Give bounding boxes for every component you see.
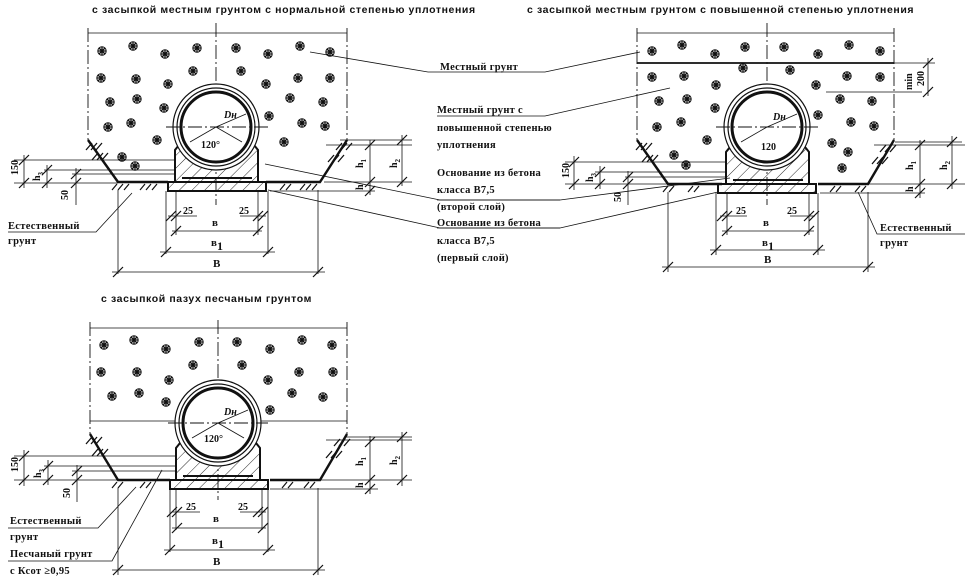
dim-h2-3: h2 (389, 455, 402, 465)
dim-h3: h3 (32, 171, 45, 181)
dim-150: 150 (10, 160, 21, 175)
dim-b1-3: в1 (212, 535, 224, 551)
dim-B-3: В (213, 556, 221, 568)
title-normal-compaction: с засыпкой местным грунтом с нормальной … (92, 4, 476, 16)
pipe-diameter-label: Dн (223, 110, 237, 121)
dim-h-2: h (905, 186, 916, 192)
dim-150-2: 150 (561, 163, 572, 178)
label-natural-soil-2a: Естественный (880, 223, 952, 234)
angle-label-2: 120 (761, 142, 776, 153)
dim-150-3: 150 (10, 457, 21, 472)
dim-h1-2: h1 (905, 160, 918, 170)
dim-h1-3: h1 (355, 456, 368, 466)
dim-h2: h2 (389, 158, 402, 168)
dim-25-right: 25 (239, 206, 249, 217)
dim-min-label: min (904, 73, 915, 90)
dim-50-2: 50 (613, 192, 624, 202)
label-natural-soil-1a: Естественный (8, 221, 80, 232)
angle-label-3: 120° (204, 434, 223, 445)
left-dimensions: 150 h3 50 (10, 154, 175, 205)
dim-200: 200 (916, 71, 927, 86)
dim-25-left: 25 (183, 206, 193, 217)
label-natural-soil-3b: грунт (10, 532, 39, 543)
callout-leaders (264, 51, 731, 229)
section-sand-backfill: Dн 120° 150 h3 50 h1 h (8, 320, 412, 577)
angle-label: 120° (201, 140, 220, 151)
title-increased-compaction: с засыпкой местным грунтом с повышенной … (527, 4, 914, 16)
pipe-diameter-label-3: Dн (223, 407, 237, 418)
right-dimensions: h1 h h2 (270, 134, 412, 197)
label-natural-soil-2b: грунт (880, 238, 909, 249)
bottom-dimensions: 25 25 в в1 В (112, 190, 325, 278)
label-concrete-second-1: Основание из бетона (437, 168, 542, 179)
dim-b1: в1 (211, 237, 223, 253)
dim-b: в (212, 217, 218, 229)
label-compacted-soil-1: Местный грунт с (437, 105, 523, 116)
dim-h-3: h (355, 482, 366, 488)
dim-50: 50 (60, 190, 71, 200)
label-natural-soil-1b: грунт (8, 236, 37, 247)
label-compacted-soil-3: уплотнения (437, 140, 496, 151)
pipe-diameter-label-2: Dн (772, 112, 786, 123)
label-sand-soil-1: Песчаный грунт (10, 549, 93, 560)
label-concrete-second-2: класса В7,5 (437, 185, 495, 196)
label-natural-soil-3a: Естественный (10, 516, 82, 527)
dim-h3-3: h3 (33, 468, 46, 478)
label-concrete-first-1: Основание из бетона (437, 218, 542, 229)
dim-h2-2: h2 (939, 160, 952, 170)
dim-B-2: В (764, 254, 772, 266)
dim-h: h (355, 184, 366, 190)
section-normal-compaction: Dн 120° 150 h3 50 (10, 23, 412, 278)
label-compacted-soil-2: повышенной степенью (437, 123, 552, 134)
dim-b-2: в (763, 217, 769, 229)
dim-h1: h1 (355, 158, 368, 168)
section-increased-compaction: Dн 120 min 200 150 h3 50 (561, 23, 965, 273)
dim-50-3: 50 (62, 488, 73, 498)
label-local-soil: Местный грунт (440, 62, 519, 73)
dim-25-left-2: 25 (736, 206, 746, 217)
dim-25-left-3: 25 (186, 502, 196, 513)
title-sand-backfill: с засыпкой пазух песчаным грунтом (101, 293, 312, 305)
dim-b-3: в (213, 513, 219, 525)
dim-b1-2: в1 (762, 237, 774, 253)
dim-B: В (213, 258, 221, 270)
dim-h3-2: h3 (585, 172, 598, 182)
dim-25-right-3: 25 (238, 502, 248, 513)
label-concrete-second-3: (второй слой) (437, 202, 505, 213)
label-concrete-first-3: (первый слой) (437, 253, 509, 264)
label-sand-soil-2: с Ксот ≥0,95 (10, 566, 70, 577)
dim-25-right-2: 25 (787, 206, 797, 217)
label-concrete-first-2: класса В7,5 (437, 236, 495, 247)
